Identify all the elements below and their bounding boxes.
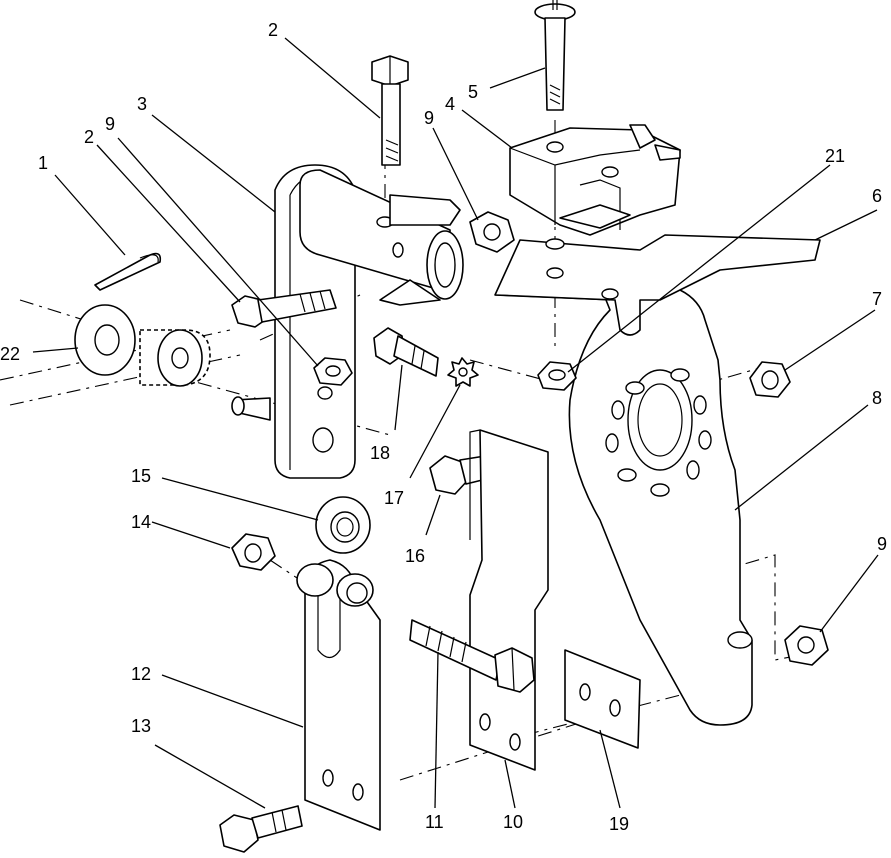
bolt-13-part [219, 805, 303, 853]
callout-labels: 1 2 2 3 4 5 6 7 8 9 9 9 10 11 12 13 14 1… [0, 20, 887, 834]
callout-9-top: 9 [424, 108, 434, 128]
bracket-plate-part [494, 234, 821, 336]
callout-1: 1 [38, 153, 48, 173]
nut-middle-part [313, 357, 353, 386]
callout-22: 22 [0, 344, 20, 364]
pivot-arm-part [231, 164, 464, 479]
left-bolt-part [231, 289, 337, 328]
callout-6: 6 [872, 186, 882, 206]
callout-3: 3 [137, 94, 147, 114]
callout-10: 10 [503, 812, 523, 832]
cotter-pin-part [94, 252, 162, 291]
main-plate-part [568, 284, 753, 726]
callout-2-top: 2 [268, 20, 278, 40]
bearing-part [315, 496, 371, 554]
callout-19: 19 [609, 814, 629, 834]
callout-16: 16 [405, 546, 425, 566]
washer-part [74, 304, 136, 376]
nut-right-part [784, 625, 829, 666]
bent-bracket-part [469, 429, 549, 771]
callout-9-right: 9 [877, 534, 887, 554]
callout-11: 11 [425, 812, 444, 832]
callout-8: 8 [872, 388, 882, 408]
bolt-18-part [373, 327, 439, 377]
roller-part [296, 563, 374, 607]
callout-5: 5 [468, 82, 478, 102]
callout-4: 4 [445, 94, 455, 114]
nut-21-part [537, 361, 577, 391]
nut-14-part [231, 533, 276, 571]
callout-14: 14 [131, 512, 151, 532]
callout-18: 18 [370, 443, 390, 463]
small-plate-part [564, 649, 641, 749]
callout-7: 7 [872, 289, 882, 309]
callout-2-left: 2 [84, 127, 94, 147]
spacer-part [139, 329, 211, 387]
callout-13: 13 [131, 716, 151, 736]
bolt-11-part [409, 619, 535, 693]
upper-bolt-part [371, 55, 409, 166]
leader-lines [32, 37, 879, 809]
star-washer-part [447, 357, 479, 387]
nut-7-part [749, 361, 791, 398]
callout-15: 15 [131, 466, 151, 486]
callout-12: 12 [131, 664, 151, 684]
callout-9-left: 9 [105, 114, 115, 134]
switch-block-part [509, 124, 681, 236]
callout-17: 17 [384, 488, 404, 508]
nut-upper-part [469, 211, 515, 253]
long-screw-part [534, 0, 576, 111]
callout-21: 21 [825, 146, 845, 166]
